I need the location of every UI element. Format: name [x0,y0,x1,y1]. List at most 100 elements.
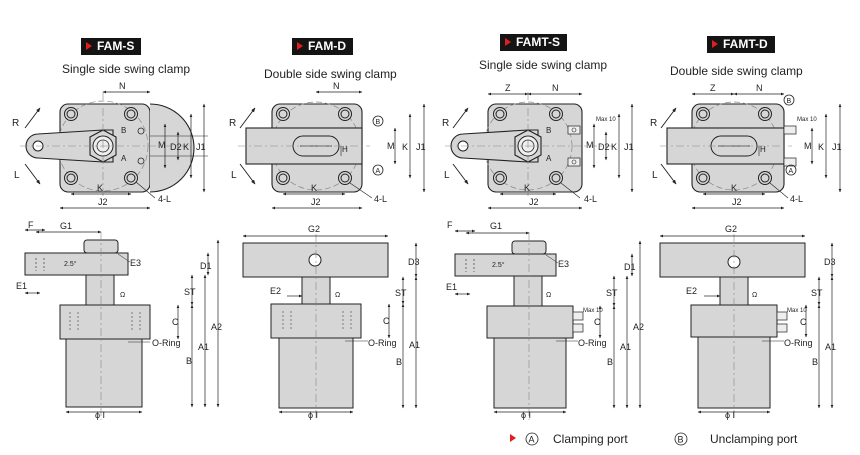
legend-clamping-port [510,432,522,446]
svg-text:F: F [447,220,453,230]
svg-text:O-Ring: O-Ring [152,338,181,348]
svg-text:ϕ I: ϕ I [725,410,735,420]
svg-text:4-L: 4-L [790,194,803,204]
model-code: FAMT-D [723,37,768,51]
svg-text:D3: D3 [824,257,836,267]
svg-text:R: R [229,118,236,129]
fam-d-side-view: G2 E2 Ω O-Ring ϕ I D3 ST C B A1 [242,224,420,420]
famt-s-plan-view: Max 10 R L Z N B A M D2 K J1 K J2 4-L [442,83,634,210]
model-description: Double side swing clamp [670,64,803,78]
svg-text:K: K [183,142,189,152]
svg-text:K: K [402,142,408,152]
svg-text:Max 10: Max 10 [787,308,807,314]
svg-text:C: C [383,316,390,326]
svg-text:M: M [158,140,166,150]
svg-text:G1: G1 [60,221,72,231]
svg-text:A: A [789,168,794,175]
svg-text:E1: E1 [16,281,27,291]
fam-s-side-view: F G1 E1 2.5° E3 Ω O-Ring ϕ I D1 ST C B A… [16,220,222,420]
svg-text:C: C [594,317,601,327]
svg-text:2.5°: 2.5° [64,260,77,268]
svg-text:ST: ST [395,288,407,298]
svg-text:O-Ring: O-Ring [368,338,397,348]
red-arrow-icon [712,40,718,48]
svg-text:H: H [760,145,766,154]
svg-text:Z: Z [505,83,511,93]
svg-text:A1: A1 [198,342,209,352]
svg-text:K: K [97,183,103,193]
svg-text:H: H [342,145,348,154]
svg-text:A1: A1 [620,342,631,352]
svg-text:A2: A2 [633,322,644,332]
svg-text:C: C [800,317,807,327]
svg-text:A: A [529,435,535,445]
legend-symbols: A B [525,432,688,446]
svg-text:Max 10: Max 10 [797,117,817,123]
svg-text:D2: D2 [170,142,182,152]
svg-text:G1: G1 [490,221,502,231]
svg-text:Z: Z [710,83,716,93]
svg-text:R: R [650,118,657,129]
svg-text:A2: A2 [211,322,222,332]
svg-text:E3: E3 [130,258,141,268]
svg-text:B: B [186,356,192,366]
legend-unclamping-port-text: Unclamping port [710,432,798,446]
svg-text:E1: E1 [446,282,457,292]
model-tag-fam-s: FAM-S [81,38,142,55]
model-description: Single side swing clamp [62,62,191,76]
svg-text:G2: G2 [725,224,737,234]
svg-text:Max 10: Max 10 [583,308,603,314]
svg-text:L: L [652,170,658,181]
svg-text:ST: ST [606,288,618,298]
svg-text:B: B [678,435,684,445]
svg-text:O-Ring: O-Ring [784,338,813,348]
svg-text:N: N [333,81,340,91]
svg-text:L: L [14,170,20,181]
model-code: FAM-S [97,39,135,53]
svg-text:Ω: Ω [120,292,125,299]
svg-text:E2: E2 [270,286,281,296]
svg-text:R: R [442,118,449,129]
svg-text:L: L [231,170,237,181]
famt-d-side-view: Max 10 G2 E2 Ω O-Ring ϕ I D3 ST C B A1 [659,224,836,420]
svg-text:N: N [119,81,126,91]
famt-s-side-view: Max 10 F G1 E1 2.5° E3 Ω O-Ring ϕ I D1 S… [446,220,644,420]
svg-text:A1: A1 [825,342,836,352]
legend-clamping-port-text: Clamping port [553,432,628,446]
svg-text:J1: J1 [416,142,426,152]
svg-text:ϕ I: ϕ I [521,410,531,420]
model-tag-fam-d: FAM-D [292,38,353,55]
red-arrow-icon [510,434,516,442]
model-description: Double side swing clamp [264,67,397,81]
svg-text:ST: ST [811,288,823,298]
svg-text:O-Ring: O-Ring [578,338,607,348]
svg-text:B: B [812,357,818,367]
svg-text:2.5°: 2.5° [492,261,505,269]
svg-text:N: N [552,83,559,93]
svg-text:D3: D3 [408,257,420,267]
svg-text:F: F [28,220,34,230]
svg-text:K: K [611,142,617,152]
svg-text:4-L: 4-L [584,194,597,204]
svg-text:M: M [387,141,395,151]
svg-text:J2: J2 [311,197,321,207]
red-arrow-icon [86,42,92,50]
model-code: FAM-D [308,39,346,53]
svg-text:D2: D2 [598,142,610,152]
svg-text:G2: G2 [308,224,320,234]
svg-text:B: B [607,357,613,367]
svg-text:N: N [756,83,763,93]
svg-text:B: B [121,126,126,135]
svg-text:ϕ I: ϕ I [95,410,105,420]
model-description: Single side swing clamp [479,58,608,72]
svg-text:K: K [524,183,530,193]
model-code: FAMT-S [516,35,560,49]
model-tag-famt-s: FAMT-S [500,34,567,51]
svg-text:ST: ST [184,287,196,297]
svg-text:J1: J1 [832,142,842,152]
svg-text:D1: D1 [624,262,636,272]
svg-text:R: R [12,118,19,129]
svg-text:A: A [376,168,381,175]
svg-text:B: B [787,98,792,105]
famt-d-plan-view: Max 10 R L Z N B A H M K J1 K J2 4-L [650,83,842,210]
